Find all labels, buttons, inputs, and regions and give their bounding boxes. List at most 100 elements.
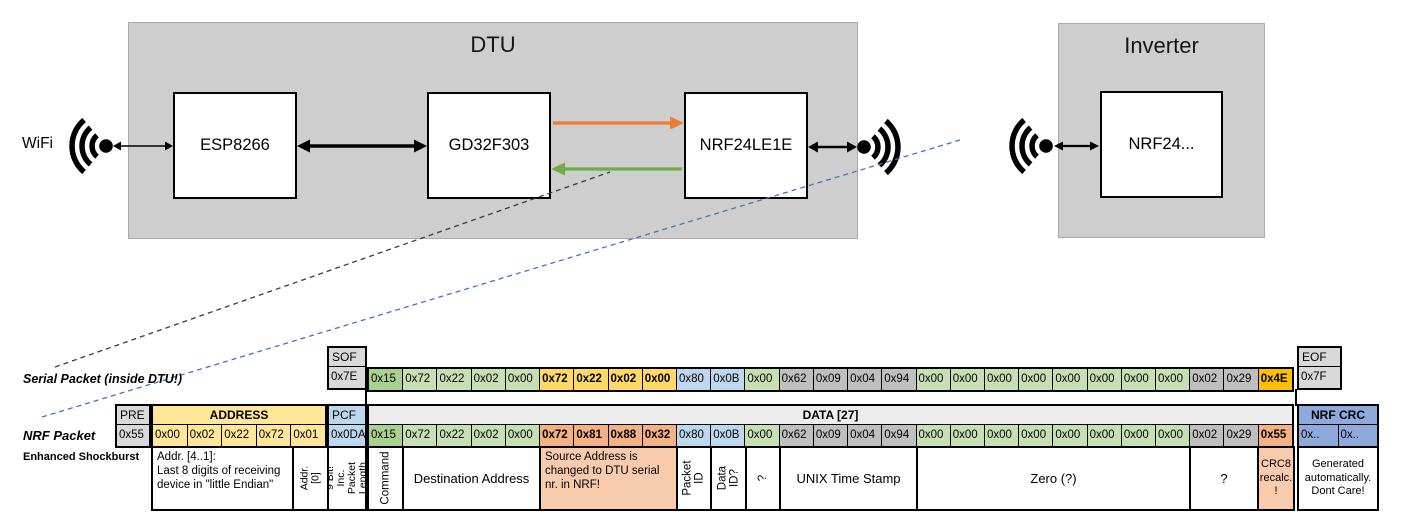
- byte-cell: 0x15: [369, 425, 403, 446]
- byte-cell: 0x00: [504, 369, 540, 390]
- byte-cell: 0x72: [402, 369, 437, 390]
- byte-cell: 0x22: [573, 369, 608, 390]
- annotation-text: ?: [756, 475, 769, 482]
- byte-cell: 0x00: [1052, 425, 1087, 446]
- byte-cell: 0x04: [847, 369, 882, 390]
- byte-cell: 0x62: [778, 425, 813, 446]
- byte-cell: 0x00: [983, 369, 1019, 390]
- serial-nrf-right-connector: [1295, 389, 1297, 406]
- byte-cell: 0x0DA: [329, 425, 365, 446]
- eof-header: EOF: [1299, 348, 1340, 367]
- byte-cell: 0x88: [607, 425, 642, 446]
- annotation-command: Command: [367, 446, 404, 511]
- crc-byte-row: 0x..0x..: [1299, 425, 1377, 446]
- byte-cell: 0x00: [744, 369, 779, 390]
- nrf-crc-section: NRF CRC 0x..0x..: [1297, 404, 1379, 448]
- byte-cell: 0x02: [1189, 369, 1224, 390]
- annotation-destination-address: Destination Address: [402, 446, 541, 511]
- annotation-text: UNIX Time Stamp: [796, 470, 901, 486]
- sof-byte-row: 0x7E: [329, 367, 365, 388]
- chip-esp8266: ESP8266: [173, 92, 297, 199]
- byte-cell: 0x00: [1018, 425, 1053, 446]
- byte-cell: 0x29: [1223, 425, 1258, 446]
- annotation-text: Command: [379, 451, 392, 506]
- nrf-pcf-section: PCF 0x0DA: [327, 404, 367, 448]
- byte-cell: 0x0B: [710, 369, 745, 390]
- byte-cell: 0x02: [470, 369, 505, 390]
- byte-cell: 0x80: [675, 369, 711, 390]
- byte-cell: 0x00: [1155, 425, 1190, 446]
- byte-cell: 0x80: [675, 425, 711, 446]
- annotation-source-address: Source Address is changed to DTU serial …: [539, 446, 678, 511]
- byte-cell: 0x00: [1155, 369, 1190, 390]
- annotation-text: 9 Bit! Inc. Packet Length: [327, 462, 367, 495]
- pcf-byte-row: 0x0DA: [329, 425, 365, 446]
- byte-cell: 0x00: [1086, 425, 1121, 446]
- byte-cell: 0x00: [1052, 369, 1087, 390]
- wifi-icon: [1009, 117, 1053, 175]
- byte-cell: 0x00: [1018, 369, 1053, 390]
- byte-cell: 0x7E: [329, 367, 365, 388]
- annotation-pcf-length: 9 Bit! Inc. Packet Length: [327, 446, 367, 511]
- byte-cell: 0x00: [915, 425, 950, 446]
- byte-cell: 0x00: [744, 425, 779, 446]
- serial-packet-label: Serial Packet (inside DTU!): [23, 372, 183, 386]
- byte-cell: 0x62: [778, 369, 813, 390]
- annotation-text: Packet ID: [681, 460, 707, 497]
- data-header: DATA [27]: [369, 406, 1292, 425]
- annotation-text: Addr.[0]: [298, 466, 322, 491]
- inverter-title: Inverter: [1124, 33, 1199, 58]
- annotation-data-id: Data ID?: [710, 446, 747, 511]
- sof-header: SOF: [329, 348, 365, 367]
- byte-cell: 0x..: [1299, 425, 1338, 446]
- enhanced-shockburst-label: Enhanced Shockburst: [23, 451, 140, 463]
- dtu-title: DTU: [470, 32, 516, 57]
- byte-cell: 0x72: [539, 425, 574, 446]
- byte-cell: 0x00: [641, 369, 676, 390]
- byte-cell: 0x29: [1223, 369, 1258, 390]
- pre-byte-row: 0x55: [117, 425, 149, 446]
- byte-cell: 0x32: [641, 425, 676, 446]
- byte-cell: 0x00: [949, 425, 984, 446]
- nrf-pre-section: PRE 0x55: [115, 404, 151, 448]
- byte-cell: 0x7F: [1299, 367, 1340, 388]
- byte-cell: 0x22: [221, 425, 256, 446]
- annotation-text: Destination Address: [413, 470, 530, 486]
- chip-inverter-nrf24: NRF24...: [1100, 91, 1223, 198]
- annotation-packet-id: Packet ID: [676, 446, 712, 511]
- byte-cell: 0x55: [1257, 425, 1292, 446]
- byte-cell: 0x02: [470, 425, 505, 446]
- byte-cell: 0x00: [1120, 369, 1156, 390]
- address-header: ADDRESS: [153, 406, 325, 425]
- byte-cell: 0x02: [1189, 425, 1224, 446]
- annotation-address-0: Addr.[0]: [292, 446, 329, 511]
- chip-gd32f303: GD32F303: [427, 92, 551, 199]
- byte-cell: 0x0B: [710, 425, 745, 446]
- annotation-text: Generated automatically. Dont Care!: [1304, 458, 1372, 498]
- byte-cell: 0x09: [812, 369, 848, 390]
- annotation-zero: Zero (?): [916, 446, 1191, 511]
- annotation-unknown-byte: ?: [745, 446, 781, 511]
- byte-cell: 0x09: [812, 425, 848, 446]
- annotation-crc8: CRC8 recalc. !: [1257, 446, 1295, 511]
- annotation-text: Source Address is changed to DTU serial …: [545, 451, 660, 492]
- nrf-crc-header: NRF CRC: [1299, 406, 1377, 425]
- annotation-text: Zero (?): [1030, 470, 1077, 486]
- byte-cell: 0x00: [1120, 425, 1156, 446]
- byte-cell: 0x00: [153, 425, 187, 446]
- wifi-label: WiFi: [22, 135, 53, 152]
- annotation-unknown-word: ?: [1189, 446, 1259, 511]
- annotation-unix-timestamp: UNIX Time Stamp: [779, 446, 918, 511]
- pcf-header: PCF: [329, 406, 365, 425]
- wifi-icon: [69, 117, 113, 175]
- byte-cell: 0x00: [949, 369, 984, 390]
- serial-sof-section: SOF 0x7E: [327, 346, 367, 390]
- byte-cell: 0x4E: [1257, 369, 1292, 390]
- byte-cell: 0x00: [504, 425, 540, 446]
